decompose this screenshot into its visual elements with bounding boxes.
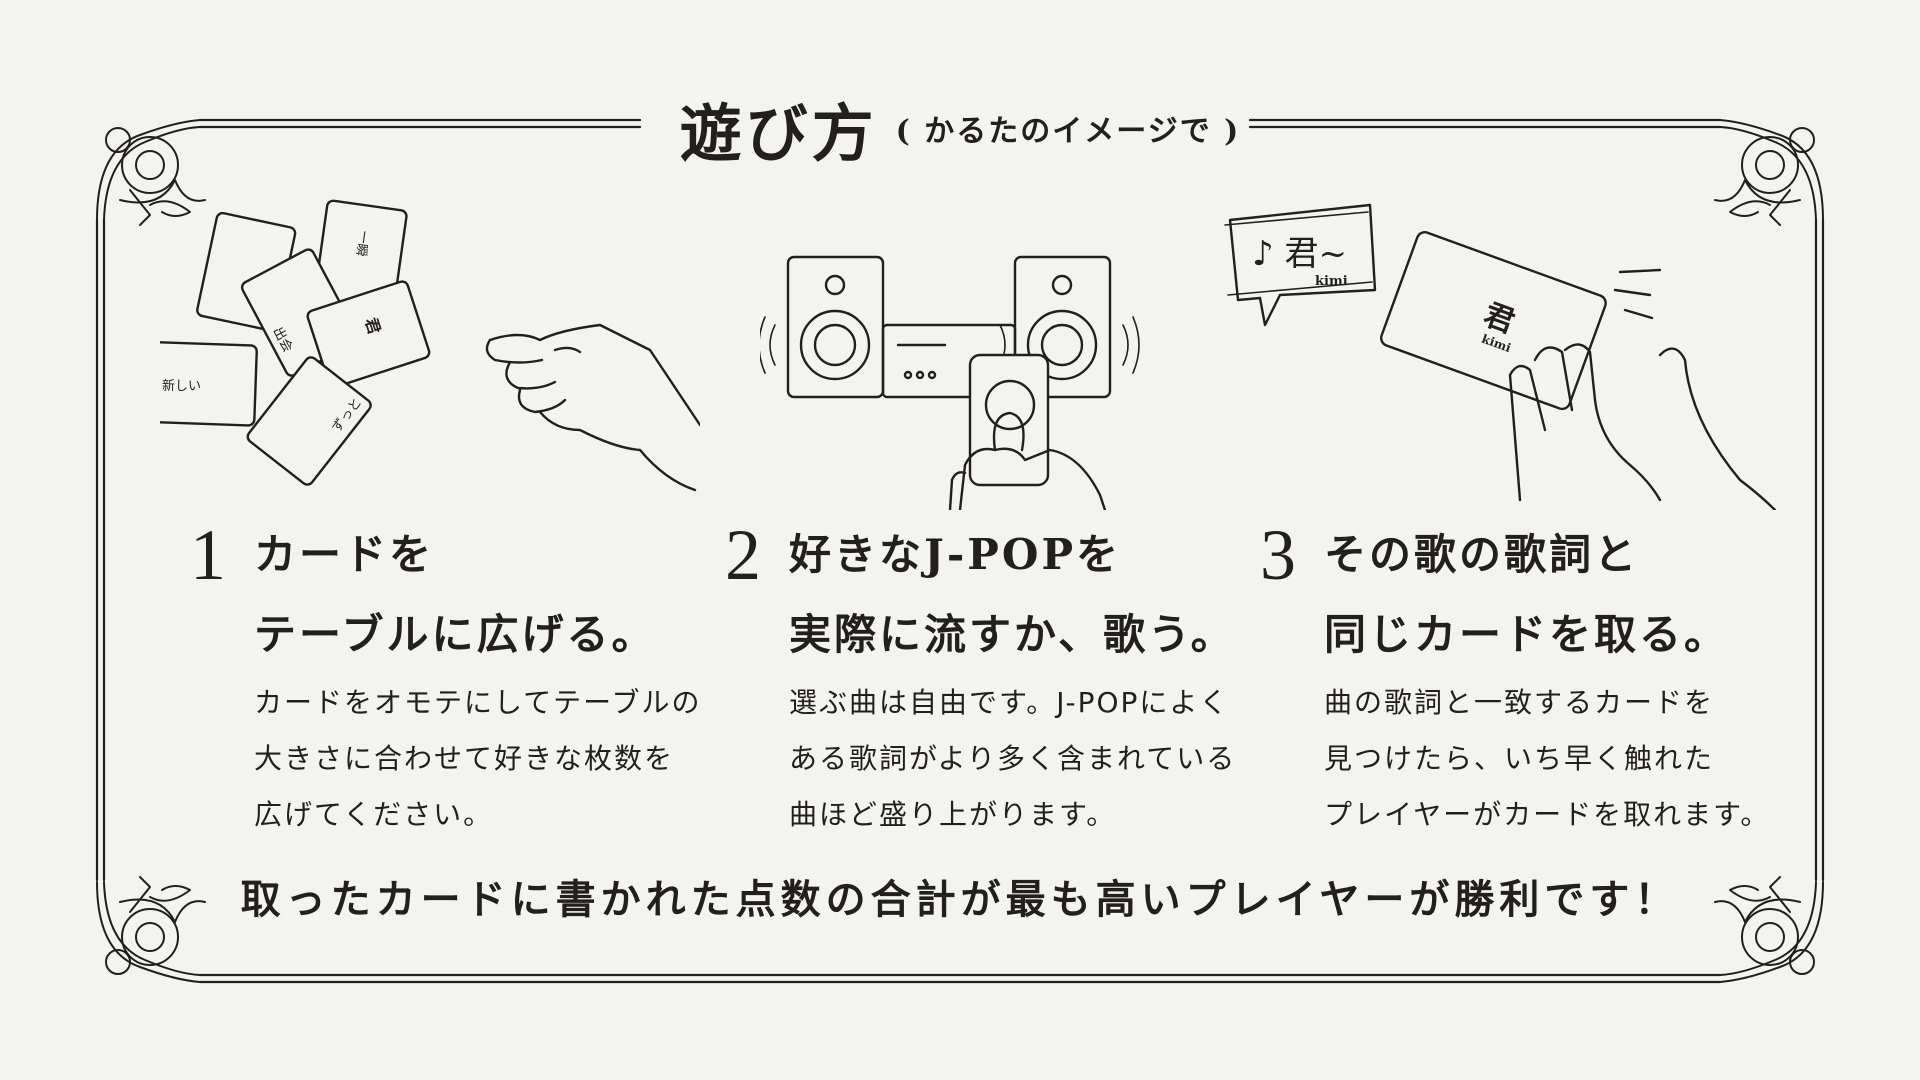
- step-3-number: 3: [1260, 515, 1296, 595]
- hand-icon: [485, 323, 700, 492]
- title-main: 遊び方: [679, 97, 878, 170]
- step-1-description: カードをオモテにしてテーブルの 大きさに合わせて好きな枚数を 広げてください。: [254, 686, 702, 831]
- illustration-stereo: [760, 255, 1140, 510]
- illustration-grab-card: ♪ 君~ kimi 君 kimi: [1224, 203, 1777, 510]
- svg-text:一瞬: 一瞬: [352, 229, 370, 257]
- hand-icon: [958, 447, 1107, 510]
- bubble-text: ♪ 君~: [1252, 234, 1347, 274]
- step-2-number: 2: [725, 515, 761, 595]
- remote-icon: [968, 353, 1050, 487]
- step-3-description: 曲の歌詞と一致するカードを 見つけたら、いち早く触れた プレイヤーがカードを取れ…: [1324, 686, 1771, 831]
- card-1-word: 一瞬: [352, 229, 370, 257]
- title-sub: ( かるたのイメージで ): [895, 114, 1241, 149]
- illustration-cards-table: 出会 君 ずっと 新しい 一瞬: [160, 199, 700, 492]
- speaker-left: [786, 255, 885, 399]
- speech-bubble: [1228, 203, 1377, 327]
- card-4: 君: [306, 280, 431, 389]
- footer-winner-rule: 取ったカードに書かれた点数の合計が最も高いプレイヤーが勝利です！: [240, 876, 1680, 923]
- step-2-description: 選ぶ曲は自由です。J-POPによく ある歌詞がより多く含まれている 曲ほど盛り上…: [789, 686, 1237, 831]
- step-1-number: 1: [190, 515, 226, 595]
- card-6: 新しい: [160, 341, 258, 427]
- step-3-heading: その歌の歌詞と 同じカードを取る。: [1324, 530, 1730, 659]
- held-card: [1380, 231, 1607, 411]
- card-word-3: 君: [361, 315, 384, 336]
- bubble-romaji: kimi: [1315, 274, 1348, 289]
- title: 遊び方 ( かるたのイメージで ): [0, 88, 1920, 170]
- step-1-heading: カードを テーブルに広げる。: [254, 530, 657, 659]
- card-5: ずっと: [246, 356, 372, 486]
- step-2-heading: 好きなJ-POPを 実際に流すか、歌う。: [789, 530, 1236, 659]
- hand-icon: [1508, 268, 1777, 510]
- card-word-5: 新しい: [162, 378, 201, 394]
